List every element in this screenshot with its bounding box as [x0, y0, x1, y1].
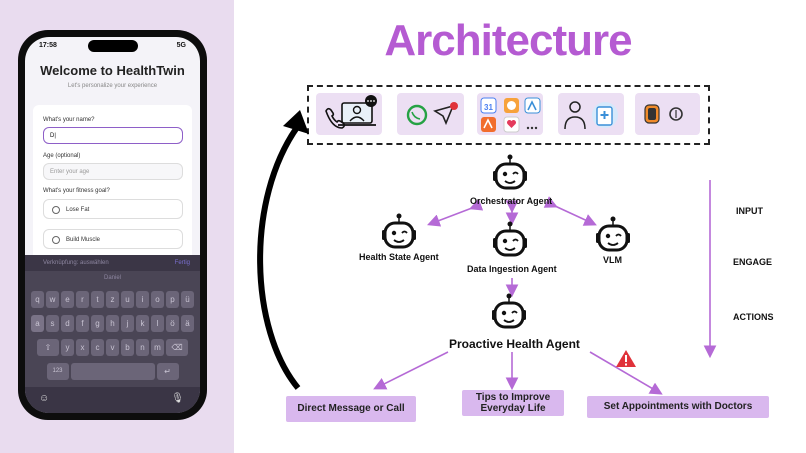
goal-label: What's your fitness goal? [43, 188, 110, 194]
orchestrator-agent-label: Orchestrator Agent [470, 196, 553, 206]
wearables-tile [635, 93, 700, 135]
key[interactable]: x [76, 339, 89, 356]
keyboard-toolbar: Verknüpfung: auswählen Fertig [25, 255, 200, 271]
key[interactable]: r [76, 291, 89, 308]
return-arrow-head [283, 110, 309, 134]
health-apps-tile: 31 [477, 93, 543, 135]
messaging-tile [397, 93, 464, 135]
actions-label: ACTIONS [733, 312, 774, 322]
key[interactable]: k [136, 315, 149, 332]
name-input[interactable]: D| [43, 127, 183, 144]
health-state-robot-icon [380, 212, 418, 249]
keyboard-row-1: q w e r t z u i o p ü [25, 291, 200, 308]
keyboard-shortcut-label[interactable]: Verknüpfung: auswählen [43, 260, 109, 266]
key[interactable]: d [61, 315, 74, 332]
emoji-icon[interactable]: ☺ [39, 393, 50, 404]
keyboard-row-3: ⇧ y x c v b n m ⌫ [25, 339, 200, 356]
key[interactable]: v [106, 339, 119, 356]
doctor-records-tile [558, 93, 624, 135]
tips-output: Tips to Improve Everyday Life [462, 390, 564, 416]
backspace-icon[interactable]: ⌫ [166, 339, 188, 356]
data-ingestion-agent-label: Data Ingestion Agent [467, 264, 557, 274]
welcome-title: Welcome to HealthTwin [40, 63, 185, 78]
key[interactable]: g [91, 315, 104, 332]
key[interactable]: b [121, 339, 134, 356]
messaging-icon [406, 102, 458, 126]
wearables-icon [644, 104, 683, 124]
key[interactable]: i [136, 291, 149, 308]
status-bar: 17:58 5G [25, 37, 200, 55]
key[interactable]: m [151, 339, 164, 356]
input-sources-box [307, 85, 710, 145]
status-network: 5G [176, 42, 186, 49]
key[interactable]: j [121, 315, 134, 332]
proactive-health-agent-label: Proactive Health Agent [449, 337, 580, 351]
age-label: Age (optional) [43, 153, 81, 159]
warning-icon [616, 350, 636, 367]
shift-icon[interactable]: ⇧ [37, 339, 59, 356]
direct-message-output: Direct Message or Call [286, 396, 416, 422]
key[interactable]: n [136, 339, 149, 356]
appointments-output: Set Appointments with Doctors [587, 396, 769, 418]
age-input[interactable]: Enter your age [43, 163, 183, 180]
keyboard-bottom-bar: ☺ 🎙 [25, 387, 200, 413]
status-time: 17:58 [39, 42, 57, 49]
key[interactable]: q [31, 291, 44, 308]
key[interactable]: z [106, 291, 119, 308]
keyboard-row-4: 123 ↵ [25, 363, 200, 380]
phone-call-icon [325, 95, 377, 129]
numbers-key[interactable]: 123 [46, 363, 69, 380]
phone-mockup: 17:58 5G Welcome to HealthTwin Let's per… [18, 30, 207, 420]
key[interactable]: s [46, 315, 59, 332]
key[interactable]: ö [166, 315, 179, 332]
health-apps-icon: 31 [480, 97, 541, 133]
keyboard-row-2: a s d f g h j k l ö ä [25, 315, 200, 332]
data-ingestion-robot-icon [491, 220, 529, 257]
keyboard-suggestion[interactable]: Daniel [103, 275, 121, 281]
goal-option-lose-fat[interactable]: Lose Fat [43, 199, 183, 219]
proactive-robot-icon [490, 292, 528, 329]
doctor-records-icon [564, 101, 618, 130]
key[interactable]: e [61, 291, 74, 308]
key[interactable]: ü [181, 291, 194, 308]
orchestrator-robot-icon [491, 153, 529, 190]
key[interactable]: a [31, 315, 44, 332]
diagram-title: Architecture [384, 16, 632, 65]
key[interactable]: c [91, 339, 104, 356]
vlm-robot-icon [594, 215, 632, 252]
key[interactable]: w [46, 291, 59, 308]
key[interactable]: u [121, 291, 134, 308]
dynamic-island [88, 40, 138, 52]
space-key[interactable] [70, 363, 155, 380]
engage-label: ENGAGE [733, 257, 773, 267]
keyboard: Verknüpfung: auswählen Fertig Daniel q w… [25, 255, 200, 413]
phone-screen: 17:58 5G Welcome to HealthTwin Let's per… [25, 37, 200, 413]
key[interactable]: y [61, 339, 74, 356]
goal-option-build-muscle[interactable]: Build Muscle [43, 229, 183, 249]
key[interactable]: h [106, 315, 119, 332]
health-state-agent-label: Health State Agent [359, 252, 439, 262]
vlm-label: VLM [603, 255, 622, 265]
phone-call-tile [316, 93, 382, 135]
return-icon[interactable]: ↵ [156, 363, 179, 380]
key[interactable]: l [151, 315, 164, 332]
svg-text:31: 31 [484, 103, 493, 112]
keyboard-done-button[interactable]: Fertig [174, 260, 190, 266]
name-label: What's your name? [43, 117, 95, 123]
microphone-icon[interactable]: 🎙 [171, 393, 184, 404]
welcome-subtitle: Let's personalize your experience [67, 83, 158, 89]
input-label: INPUT [736, 206, 763, 216]
key[interactable]: p [166, 291, 179, 308]
key[interactable]: o [151, 291, 164, 308]
key[interactable]: t [91, 291, 104, 308]
key[interactable]: ä [181, 315, 194, 332]
key[interactable]: f [76, 315, 89, 332]
